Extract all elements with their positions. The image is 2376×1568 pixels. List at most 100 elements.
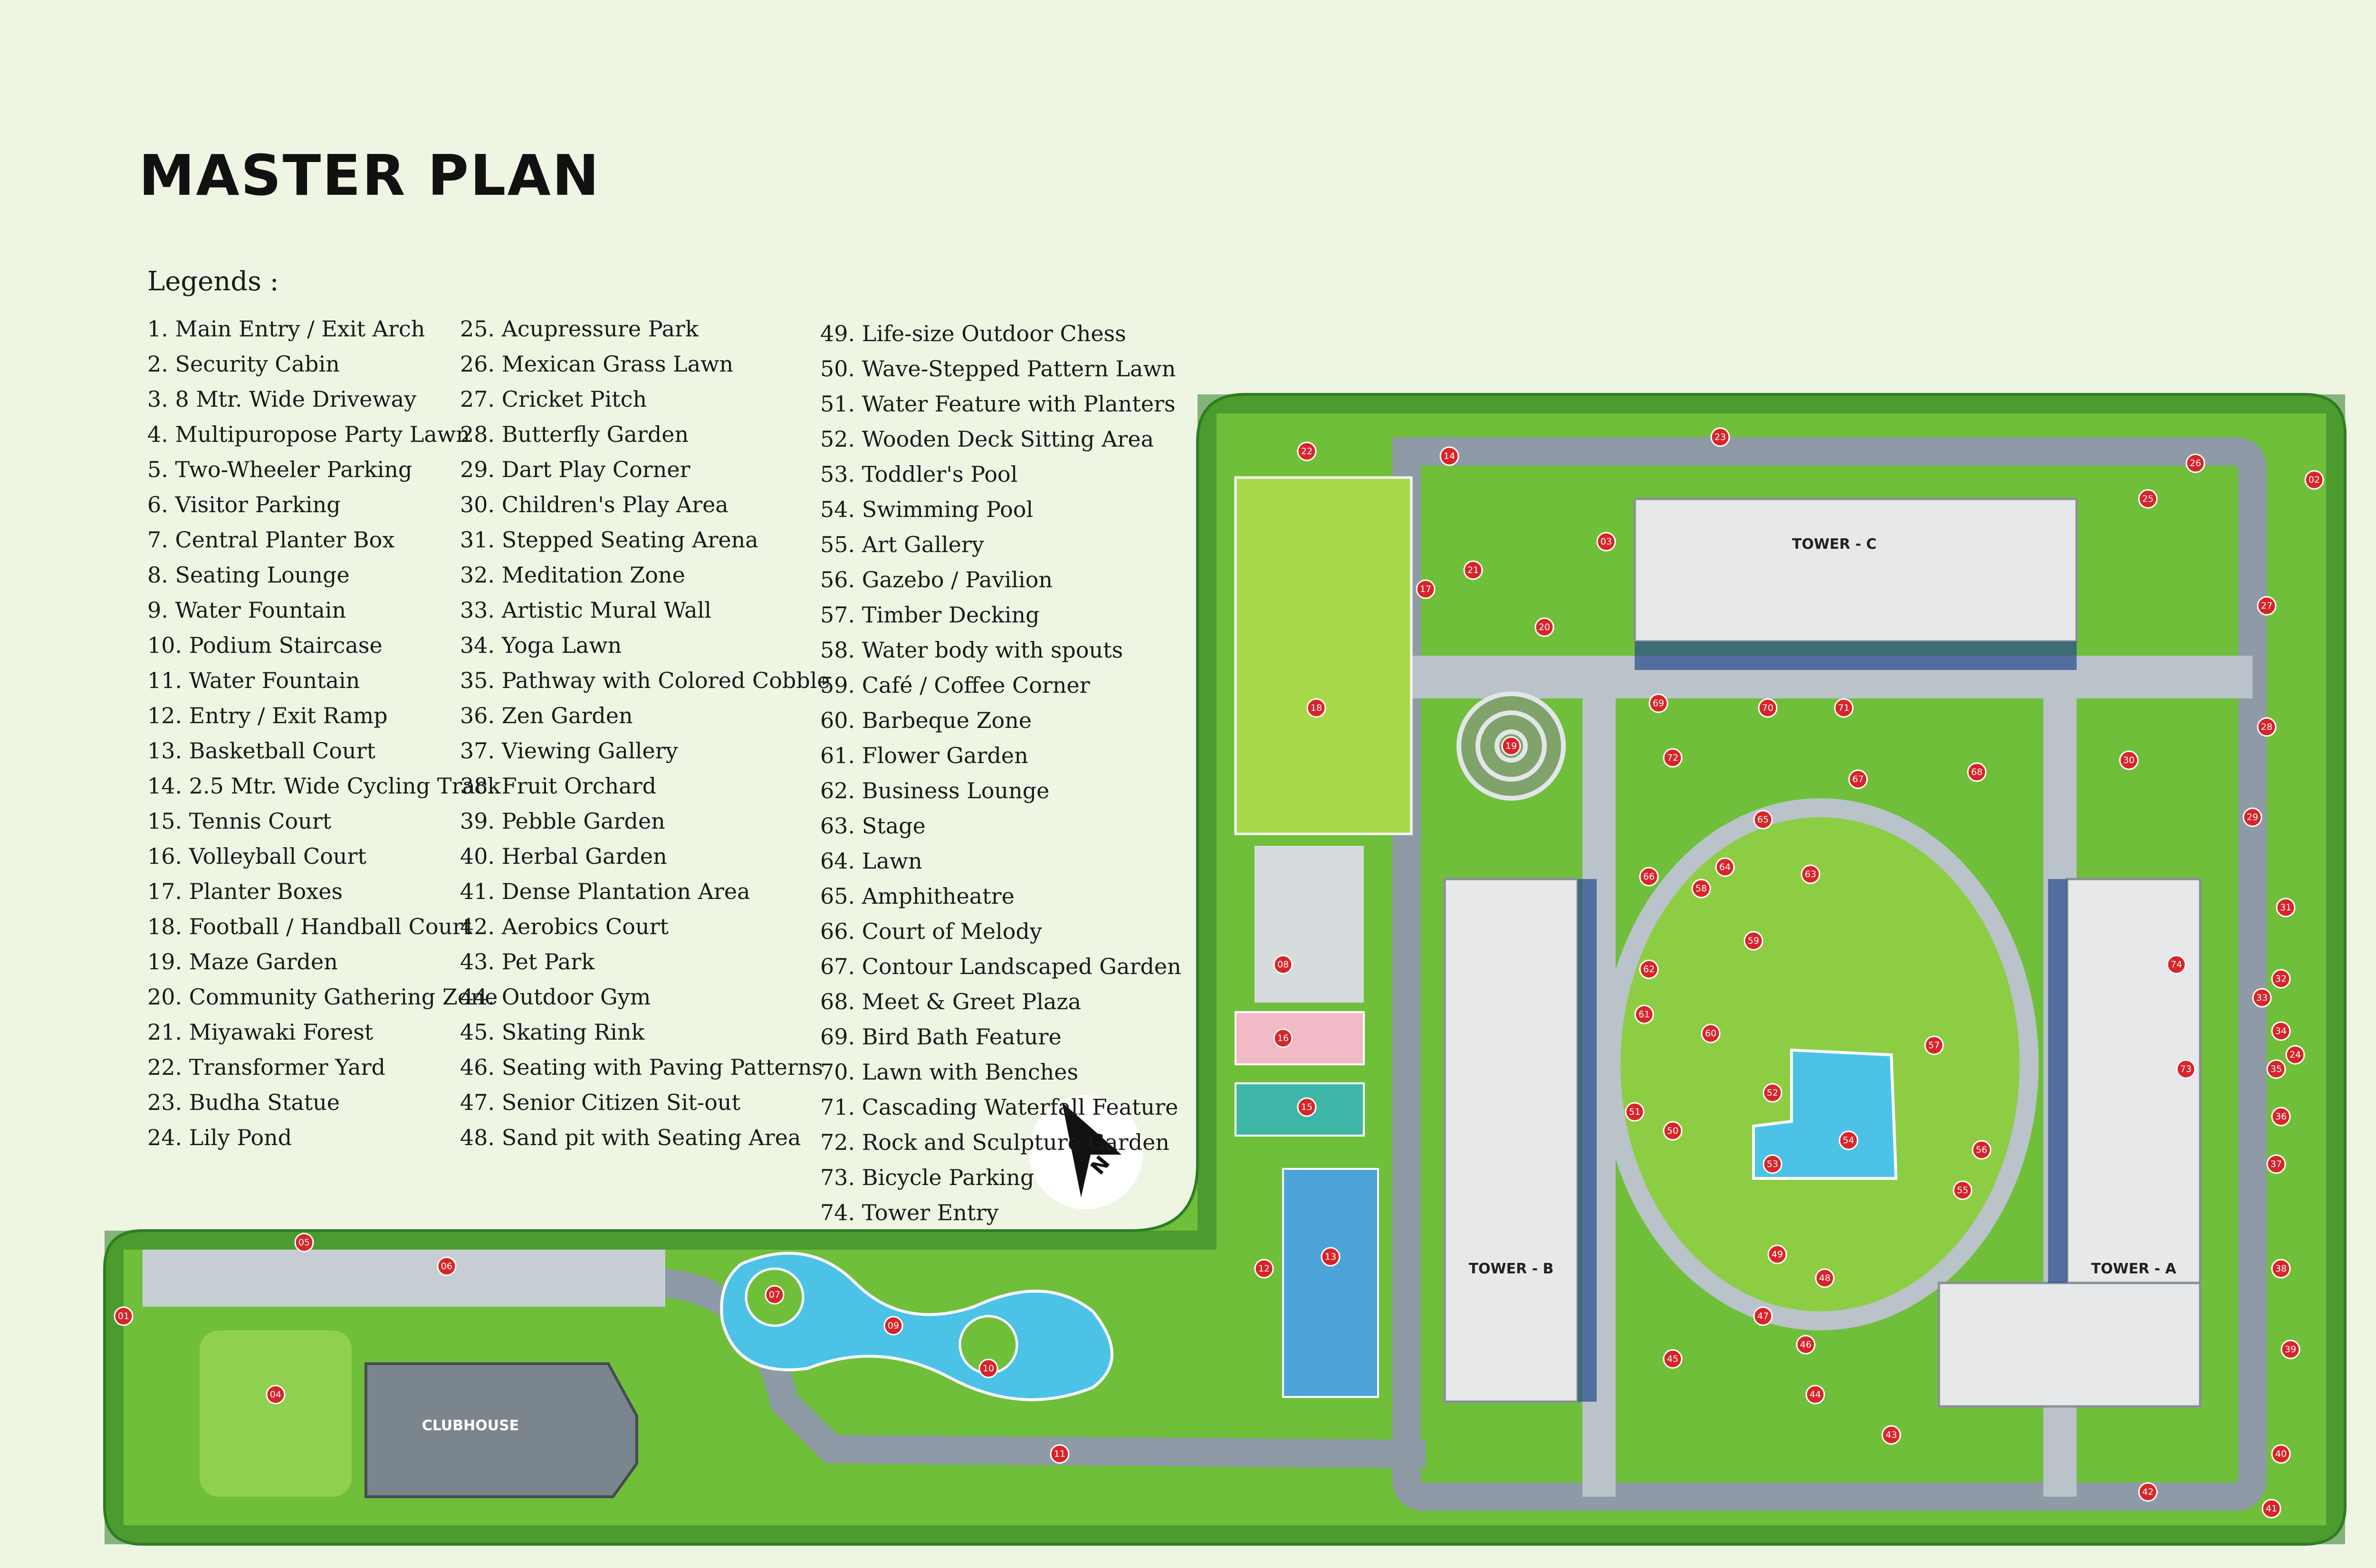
marker-number: 63 bbox=[1805, 869, 1816, 880]
marker-dot bbox=[1839, 1130, 1859, 1150]
marker-number: 28 bbox=[2261, 722, 2272, 732]
marker-12: 12 bbox=[1254, 1259, 1274, 1279]
marker-26: 26 bbox=[2185, 453, 2205, 473]
clubhouse-building bbox=[364, 1362, 638, 1498]
marker-33: 33 bbox=[2252, 988, 2272, 1008]
legend-item: 5. Two-Wheeler Parking bbox=[147, 457, 412, 482]
marker-31: 31 bbox=[2276, 898, 2296, 918]
marker-dot bbox=[2166, 955, 2186, 975]
marker-dot bbox=[2119, 750, 2139, 770]
legend-item: 7. Central Planter Box bbox=[147, 527, 395, 553]
legend-item: 35. Pathway with Colored Cobble bbox=[460, 668, 830, 693]
legend-item: 74. Tower Entry bbox=[820, 1200, 999, 1225]
marker-number: 58 bbox=[1696, 883, 1707, 894]
legend-item: 60. Barbeque Zone bbox=[820, 708, 1032, 733]
marker-number: 56 bbox=[1976, 1145, 1987, 1155]
seating-lounge-block bbox=[1255, 846, 1364, 1003]
marker-32: 32 bbox=[2271, 969, 2291, 989]
marker-number: 03 bbox=[1600, 536, 1612, 547]
marker-49: 49 bbox=[1767, 1244, 1787, 1264]
legend-item: 13. Basketball Court bbox=[147, 738, 376, 764]
marker-dot bbox=[1050, 1444, 1070, 1464]
marker-47: 47 bbox=[1753, 1306, 1773, 1326]
legend-item: 26. Mexican Grass Lawn bbox=[460, 351, 734, 377]
legend-item: 33. Artistic Mural Wall bbox=[460, 597, 711, 623]
marker-20: 20 bbox=[1534, 617, 1554, 637]
marker-number: 10 bbox=[983, 1363, 994, 1374]
marker-61: 61 bbox=[1634, 1004, 1654, 1024]
legend-item: 57. Timber Decking bbox=[820, 602, 1040, 628]
legend-item: 66. Court of Melody bbox=[820, 918, 1042, 944]
marker-52: 52 bbox=[1763, 1083, 1782, 1103]
marker-dot bbox=[1306, 698, 1326, 718]
tower-b-label: TOWER - B bbox=[1469, 1261, 1554, 1277]
marker-24: 24 bbox=[2285, 1045, 2305, 1065]
legend-item: 8. Seating Lounge bbox=[147, 562, 350, 588]
legend-item: 41. Dense Plantation Area bbox=[460, 879, 750, 904]
marker-number: 69 bbox=[1653, 698, 1664, 708]
marker-16: 16 bbox=[1273, 1028, 1293, 1048]
marker-dot bbox=[2271, 969, 2291, 989]
marker-number: 35 bbox=[2271, 1064, 2282, 1074]
tree-belt bbox=[105, 394, 2345, 1544]
legend-item: 68. Meet & Greet Plaza bbox=[820, 989, 1082, 1014]
marker-35: 35 bbox=[2266, 1059, 2286, 1079]
marker-dot bbox=[1273, 955, 1293, 975]
marker-number: 34 bbox=[2275, 1026, 2287, 1036]
marker-number: 51 bbox=[1629, 1107, 1640, 1117]
marker-dot bbox=[1534, 617, 1554, 637]
marker-number: 57 bbox=[1928, 1040, 1940, 1051]
marker-number: 48 bbox=[1819, 1273, 1830, 1283]
marker-28: 28 bbox=[2257, 717, 2277, 737]
page-title: MASTER PLAN bbox=[139, 143, 601, 208]
marker-number: 14 bbox=[1444, 451, 1455, 461]
marker-dot bbox=[1715, 857, 1735, 877]
marker-dot bbox=[2185, 453, 2205, 473]
marker-number: 36 bbox=[2275, 1111, 2287, 1122]
marker-68: 68 bbox=[1967, 762, 1987, 782]
marker-number: 74 bbox=[2171, 959, 2182, 970]
marker-17: 17 bbox=[1416, 579, 1436, 599]
legend-item: 44. Outdoor Gym bbox=[460, 984, 651, 1010]
legend-item: 45. Skating Rink bbox=[460, 1019, 645, 1045]
marker-74: 74 bbox=[2166, 955, 2186, 975]
marker-36: 36 bbox=[2271, 1107, 2291, 1127]
legend-item: 65. Amphitheatre bbox=[820, 883, 1015, 909]
legend-item: 56. Gazebo / Pavilion bbox=[820, 567, 1053, 593]
marker-dot bbox=[1254, 1259, 1274, 1279]
marker-number: 37 bbox=[2271, 1159, 2282, 1169]
legend-item: 15. Tennis Court bbox=[147, 808, 332, 834]
marker-dot bbox=[2266, 1059, 2286, 1079]
legend-item: 67. Contour Landscaped Garden bbox=[820, 954, 1181, 979]
legend-item: 21. Miyawaki Forest bbox=[147, 1019, 374, 1045]
marker-number: 53 bbox=[1767, 1159, 1778, 1169]
marker-number: 15 bbox=[1301, 1102, 1313, 1112]
marker-number: 71 bbox=[1838, 703, 1849, 713]
legend-item: 63. Stage bbox=[820, 813, 926, 839]
marker-dot bbox=[2304, 470, 2324, 490]
legend-item: 64. Lawn bbox=[820, 848, 922, 874]
marker-dot bbox=[2257, 596, 2277, 616]
legend-item: 73. Bicycle Parking bbox=[820, 1165, 1035, 1190]
marker-number: 40 bbox=[2275, 1449, 2287, 1459]
marker-dot bbox=[266, 1385, 286, 1405]
legend-item: 49. Life-size Outdoor Chess bbox=[820, 321, 1126, 346]
basketball-court bbox=[1282, 1168, 1379, 1398]
marker-dot bbox=[1701, 1023, 1721, 1043]
marker-number: 73 bbox=[2180, 1064, 2192, 1074]
marker-dot bbox=[1744, 931, 1763, 951]
legend-item: 9. Water Fountain bbox=[147, 597, 346, 623]
marker-dot bbox=[1967, 762, 1987, 782]
legend-item: 27. Cricket Pitch bbox=[460, 386, 647, 412]
marker-number: 13 bbox=[1325, 1252, 1336, 1262]
marker-34: 34 bbox=[2271, 1021, 2291, 1041]
marker-number: 32 bbox=[2275, 974, 2287, 984]
marker-dot bbox=[1596, 532, 1616, 552]
marker-number: 55 bbox=[1957, 1185, 1968, 1195]
legend-item: 22. Transformer Yard bbox=[147, 1054, 385, 1080]
marker-56: 56 bbox=[1972, 1140, 1992, 1160]
marker-11: 11 bbox=[1050, 1444, 1070, 1464]
marker-number: 27 bbox=[2261, 601, 2272, 611]
legend-item: 20. Community Gathering Zone bbox=[147, 984, 498, 1010]
legend-item: 24. Lily Pond bbox=[147, 1125, 292, 1150]
